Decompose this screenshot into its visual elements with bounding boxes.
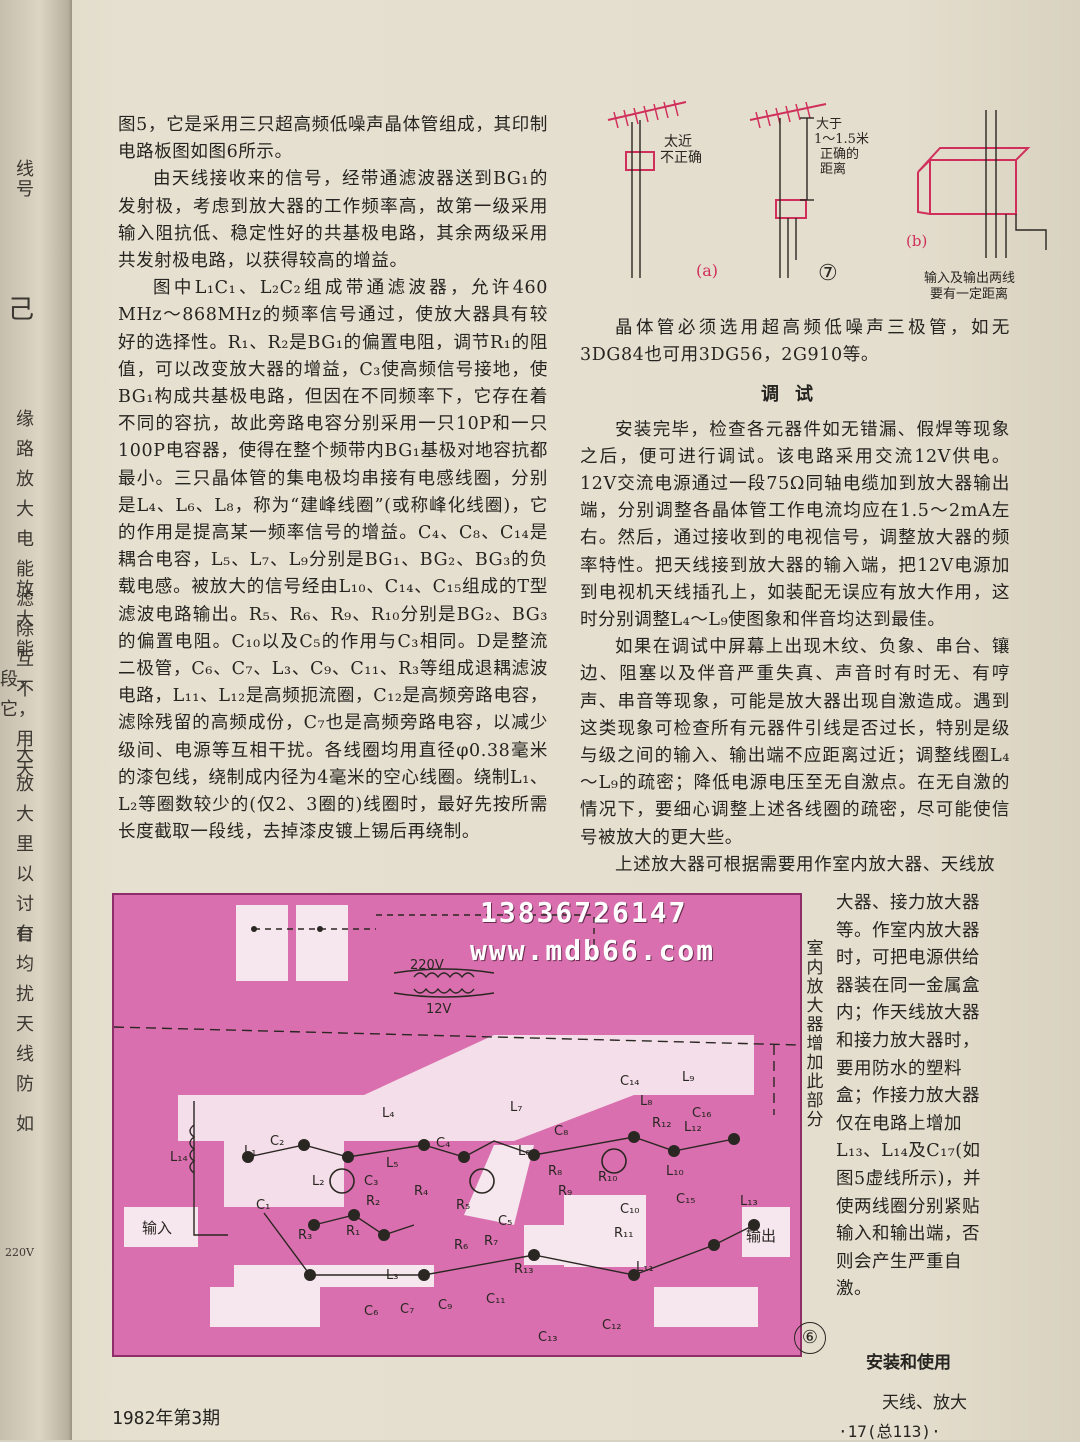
figure-6-pcb-diagram: 220V 12V 输入 输出 L₁ L₂ L₃ L₄ L₅ L₆ L₇ L₈ L… [112, 893, 802, 1357]
fig7-number: ⑦ [818, 261, 838, 286]
footer-page-number: ·17(总113)· [838, 1422, 941, 1441]
label-C2: C₂ [270, 1134, 284, 1149]
label-220v: 220V [410, 958, 444, 973]
label-L10: L₁₀ [666, 1164, 684, 1179]
label-L3: L₃ [386, 1268, 398, 1283]
right-paragraph-3: 如果在调试中屏幕上出现木纹、负象、串台、镶边、阻塞以及伴音严重失真、声音时有时无… [580, 637, 1010, 848]
label-R10: R₁₀ [598, 1170, 617, 1185]
spine-fragment-4: 放大能段，它，用天 [0, 579, 36, 780]
transistor-bg1 [329, 1168, 355, 1194]
label-C8: C₈ [554, 1124, 568, 1139]
label-R13: R₁₃ [514, 1262, 533, 1277]
transistor-bg3 [601, 1148, 627, 1174]
fig6-vertical-note: 室内放大器增加此部分 [806, 939, 824, 1130]
label-R12: R₁₂ [652, 1116, 671, 1131]
book-spine [0, 0, 72, 1440]
section-heading-tuning: 调试 [761, 384, 829, 406]
right-paragraph-2: 安装完毕，检查各元器件如无错漏、假焊等现象之后，便可进行调试。该电路采用交流12… [580, 419, 1010, 631]
label-C16: C₁₆ [692, 1106, 712, 1121]
label-R2: R₂ [366, 1194, 380, 1209]
left-paragraph-2: 由天线接收来的信号，经带通滤波器送到BG₁的发射极，考虑到放大器的工作频率高，故… [118, 169, 548, 272]
label-C5: C₅ [498, 1214, 512, 1229]
side-paragraph: 大器、接力放大器等。作室内放大器时，可把电源供给器装在同一金属盒内；作天线放大器… [836, 893, 981, 1300]
label-R9: R₉ [558, 1184, 572, 1199]
label-L11: L₁₁ [636, 1260, 654, 1275]
label-L5: L₅ [386, 1156, 398, 1171]
label-R5: R₅ [456, 1198, 470, 1213]
label-R4: R₄ [414, 1184, 428, 1199]
label-C3: C₃ [364, 1174, 378, 1189]
label-C4: C₄ [436, 1136, 450, 1151]
label-R3: R₃ [298, 1228, 312, 1243]
label-L4: L₄ [382, 1106, 394, 1121]
label-R8: R₈ [548, 1164, 562, 1179]
label-L12: L₁₂ [684, 1120, 702, 1135]
label-C9: C₉ [438, 1298, 452, 1313]
label-12v: 12V [426, 1002, 452, 1017]
right-paragraph-1: 晶体管必须选用超高频低噪声三极管，如无3DG84也可用3DG56，2G910等。 [580, 318, 1010, 366]
section-heading-install: 安装和使用 [866, 1353, 951, 1373]
label-L8: L₈ [640, 1094, 652, 1109]
left-text-column: 图5，它是采用三只超高频低噪声晶体管组成，其印制电路板图如图6所示。 由天线接收… [118, 112, 548, 846]
label-C15: C₁₅ [676, 1192, 696, 1207]
label-L2: L₂ [312, 1174, 324, 1189]
label-R7: R₇ [484, 1234, 498, 1249]
right-paragraph-4: 上述放大器可根据需要用作室内放大器、天线放 [615, 854, 996, 875]
label-R6: R₆ [454, 1238, 468, 1253]
spine-fragment-7: 如 [16, 1114, 34, 1135]
fig6-number: ⑥ [794, 1322, 826, 1354]
watermark-url: www.mdb66.com [470, 934, 716, 967]
label-L14: L₁₄ [170, 1150, 188, 1165]
spine-fragment-3: 缘路放大电能滤除互不 [16, 409, 34, 700]
label-C10: C₁₀ [620, 1202, 640, 1217]
fig7-caption: 输入及输出两线要有一定距离 [924, 270, 1015, 302]
label-L6: L₆ [518, 1144, 530, 1159]
label-C12: C₁₂ [602, 1318, 622, 1333]
label-C1: C₁ [256, 1198, 270, 1213]
fig7-note-too-close: 太近不正确 [660, 134, 702, 166]
label-C6: C₆ [364, 1304, 378, 1319]
label-L13: L₁₃ [740, 1194, 758, 1209]
footer-issue: 1982年第3期 [112, 1408, 221, 1429]
side-text-column: 大器、接力放大器等。作室内放大器时，可把电源供给器装在同一金属盒内；作天线放大器… [836, 890, 996, 1304]
label-L7: L₇ [510, 1100, 522, 1115]
fig7-tag-a: (a) [696, 261, 718, 280]
spine-fragment-2: 己 [7, 295, 34, 325]
label-L9: L₉ [682, 1070, 694, 1085]
left-paragraph-3: 图中L₁C₁、L₂C₂组成带通滤波器，允许460 MHz～868MHz的频率信号… [118, 278, 548, 843]
side-last-line: 天线、放大 [882, 1393, 967, 1413]
label-output: 输出 [746, 1227, 776, 1245]
label-input: 输入 [142, 1219, 172, 1237]
watermark-phone: 13836726147 [480, 896, 688, 929]
label-C14: C₁₄ [620, 1074, 640, 1089]
spine-fragment-1: 线号 [16, 159, 34, 200]
label-R1: R₁ [346, 1224, 360, 1239]
label-C7: C₇ [400, 1302, 414, 1317]
label-L1: L₁ [244, 1144, 256, 1159]
label-R11: R₁₁ [614, 1226, 633, 1241]
spine-fragment-5: 大放大里以讨台 [16, 744, 34, 945]
right-text-column: 晶体管必须选用超高频低噪声三极管，如无3DG84也可用3DG56，2G910等。… [580, 315, 1010, 879]
label-C11: C₁₁ [486, 1292, 506, 1307]
label-C13: C₁₃ [538, 1330, 558, 1345]
spine-fragment-6: 有均扰天线防 [16, 924, 34, 1095]
transistor-bg2 [469, 1168, 495, 1194]
pcb-artwork: 220V 12V 输入 输出 L₁ L₂ L₃ L₄ L₅ L₆ L₇ L₈ L… [113, 905, 801, 1345]
fig7-tag-b: (b) [906, 232, 927, 250]
left-paragraph-1: 图5，它是采用三只超高频低噪声晶体管组成，其印制电路板图如图6所示。 [118, 115, 548, 163]
spine-fragment-8: 220V [5, 1246, 34, 1259]
